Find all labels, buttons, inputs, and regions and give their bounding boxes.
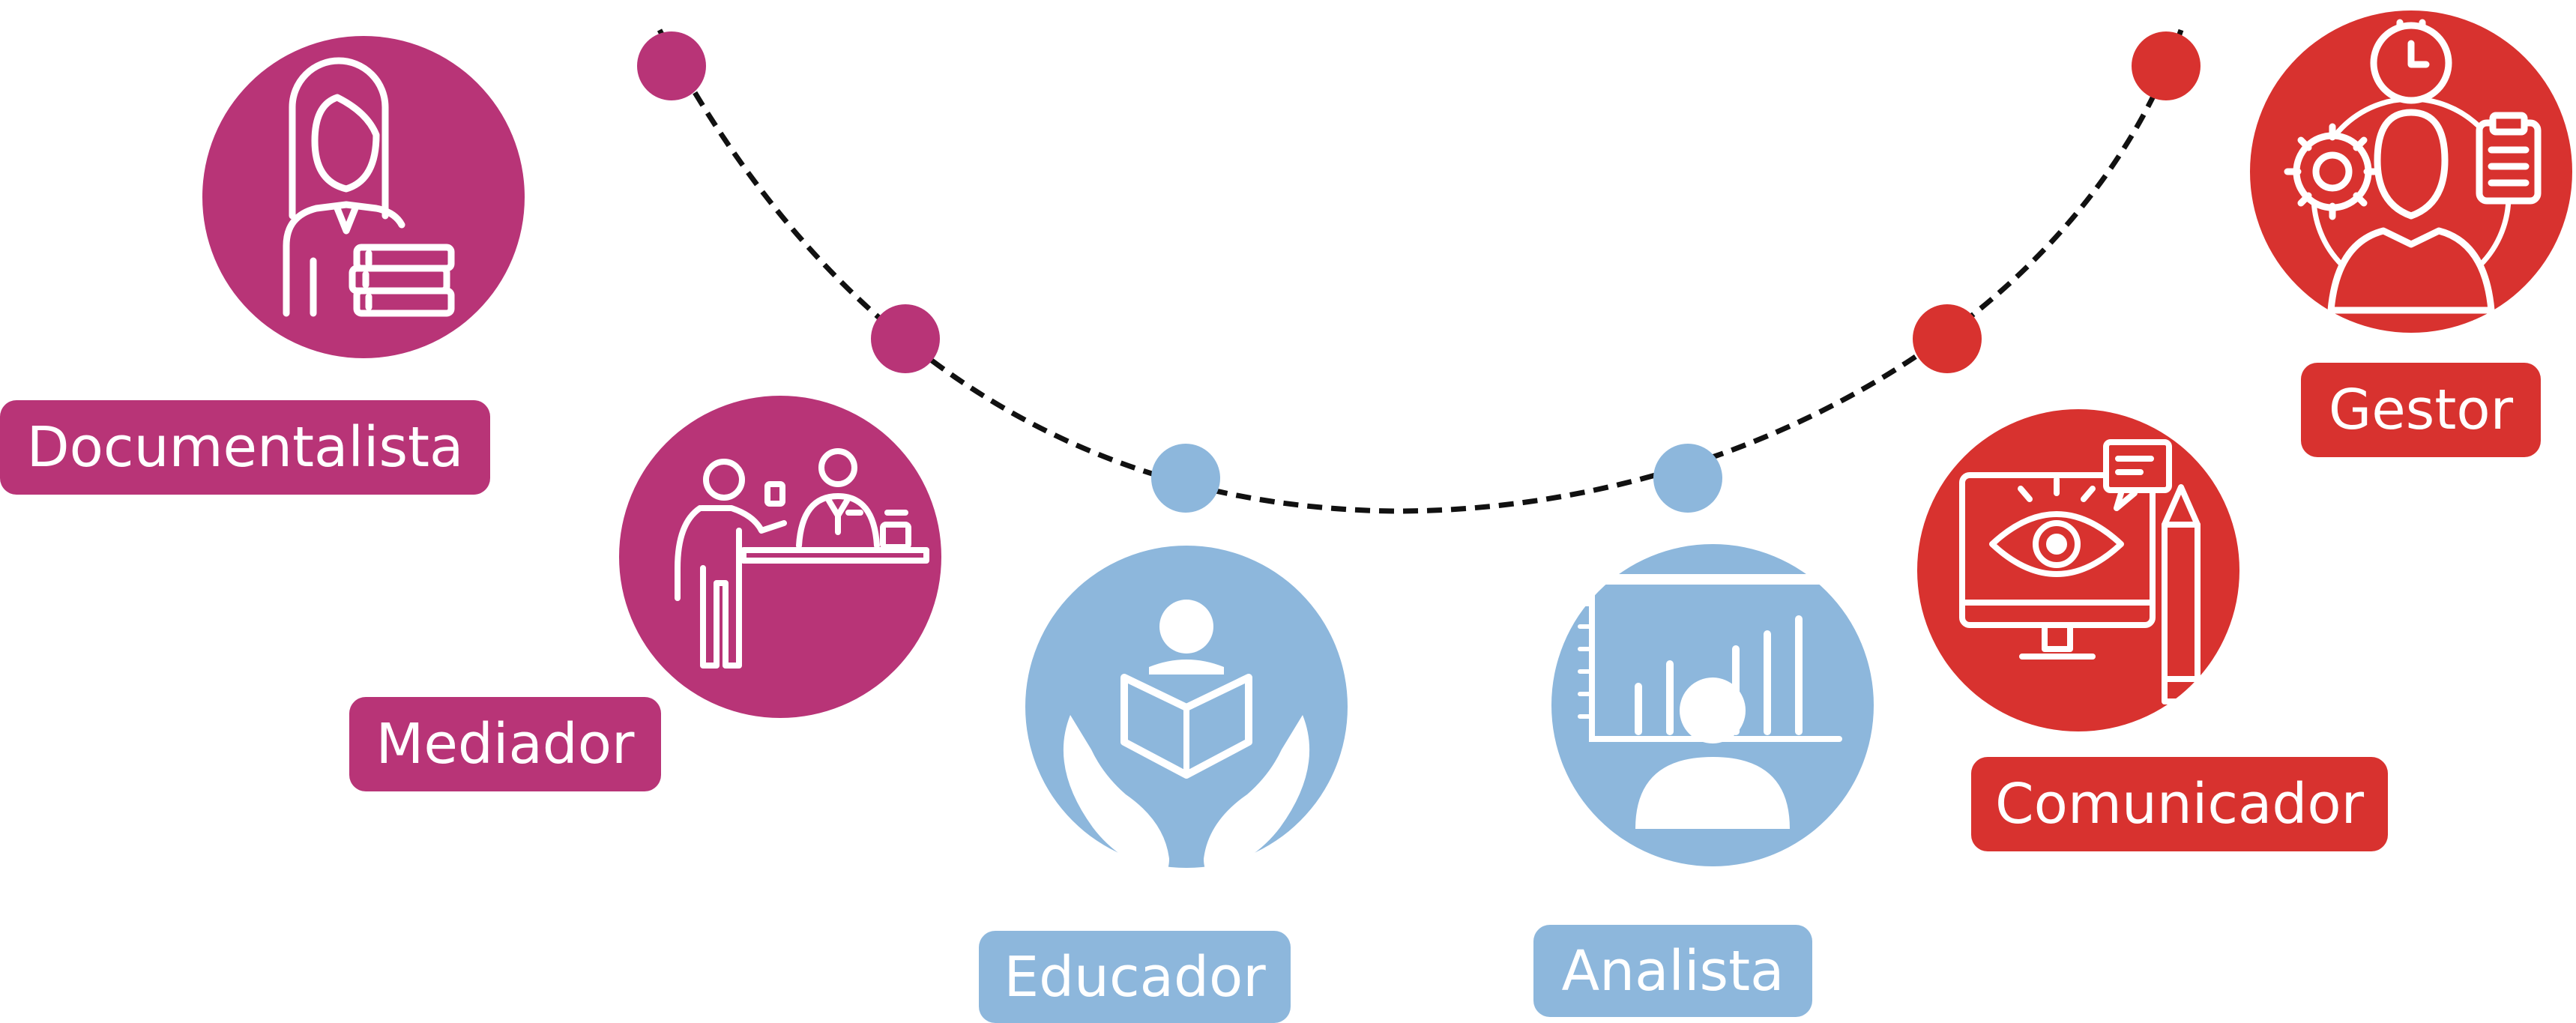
node-documentalista bbox=[637, 31, 706, 100]
label-educador: Educador bbox=[979, 931, 1291, 1023]
hands-holding-reader-icon bbox=[1063, 600, 1310, 868]
node-gestor bbox=[2132, 31, 2201, 100]
node-educador bbox=[1151, 444, 1220, 513]
mediador-icon-disc bbox=[619, 396, 941, 718]
person-with-bar-chart-icon bbox=[1578, 574, 1842, 829]
dashed-arc bbox=[657, 28, 2184, 514]
label-mediador: Mediador bbox=[349, 697, 661, 791]
educador-icon-disc bbox=[1025, 546, 1348, 868]
node-analista bbox=[1653, 444, 1722, 513]
service-desk-icon bbox=[675, 448, 929, 669]
analista-icon-disc bbox=[1551, 544, 1874, 866]
monitor-eye-pencil-icon bbox=[1959, 439, 2201, 704]
label-analista: Analista bbox=[1533, 925, 1812, 1017]
node-comunicador bbox=[1913, 304, 1982, 373]
label-documentalista: Documentalista bbox=[0, 400, 490, 495]
documentalista-icon-disc bbox=[202, 36, 525, 358]
comunicador-icon-disc bbox=[1917, 409, 2239, 731]
label-comunicador: Comunicador bbox=[1971, 757, 2388, 851]
node-mediador bbox=[871, 304, 940, 373]
label-gestor: Gestor bbox=[2301, 363, 2541, 457]
librarian-with-books-icon bbox=[283, 57, 455, 317]
manager-gear-clock-clipboard-icon bbox=[2284, 19, 2542, 314]
gestor-icon-disc bbox=[2250, 10, 2572, 333]
